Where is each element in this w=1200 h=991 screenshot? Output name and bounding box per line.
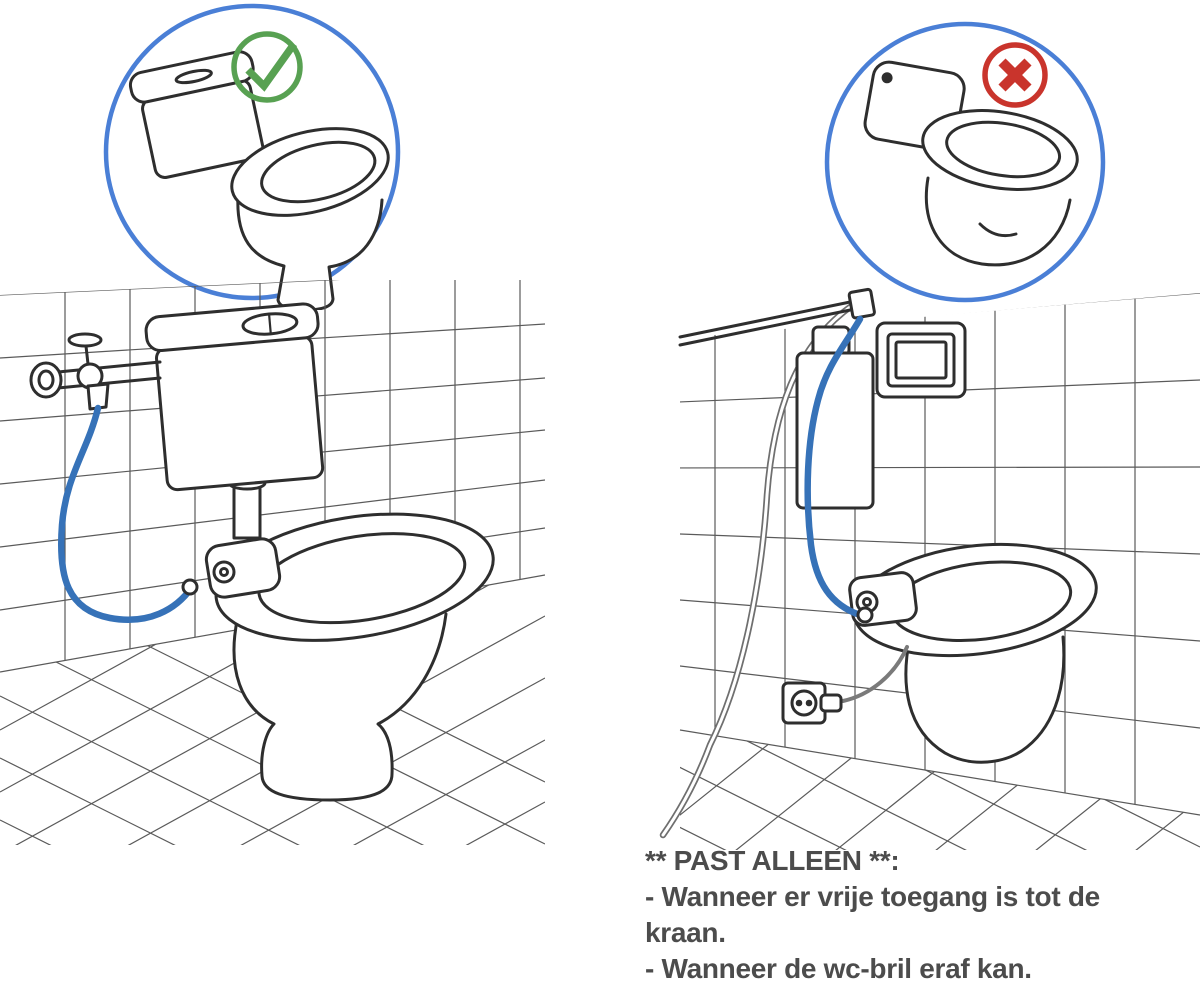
toilet-bowl-body (236, 194, 384, 310)
supply-hose (659, 301, 857, 839)
tee-fitting (86, 382, 110, 411)
flush-button (241, 312, 299, 336)
cistern (144, 302, 325, 492)
wall-floor-junction (679, 729, 1200, 816)
bidet-hose (58, 404, 196, 623)
correct-installation-diagram (0, 280, 545, 845)
cross-icon (982, 42, 1048, 108)
rejected-toilet-illustration (863, 60, 1079, 267)
bidet-seat (852, 542, 1098, 658)
suitability-note: ** PAST ALLEEN **: - Wanneer er vrije to… (645, 843, 1200, 987)
tap-handle (67, 332, 103, 348)
toilet-bowl (904, 635, 1066, 764)
toilet-bowl-body (924, 176, 1072, 267)
rejected-toilet-badge (824, 21, 1106, 303)
supply-pipe (678, 299, 857, 347)
incorrect-installation-diagram (659, 287, 1200, 850)
toilet-seat (921, 109, 1079, 191)
hose-seat-fitting (181, 578, 199, 596)
approved-toilet-illustration (128, 50, 390, 310)
toilet-seat (230, 127, 390, 217)
approved-toilet-badge (103, 3, 401, 310)
toilet-tank (128, 50, 265, 179)
bidet-hose (804, 315, 864, 619)
bowl-contour-line (978, 222, 1018, 238)
plug (819, 693, 843, 713)
flush-plate (875, 321, 967, 399)
note-line: - Wanneer de wc-bril eraf kan. (645, 953, 1032, 984)
note-line: kraan. (645, 917, 726, 948)
water-valve (29, 332, 110, 411)
note-line: - Wanneer er vrije toegang is tot de (645, 881, 1100, 912)
tee-fitting (847, 287, 876, 320)
power-cable (841, 645, 909, 703)
seat-control-unit (204, 537, 282, 599)
check-icon (231, 31, 303, 103)
note-heading: ** PAST ALLEEN **: (645, 845, 900, 876)
bidet-seat (214, 512, 495, 642)
toilet-bowl (232, 612, 448, 802)
hose-seat-fitting (856, 606, 874, 624)
power-outlet (781, 681, 843, 725)
